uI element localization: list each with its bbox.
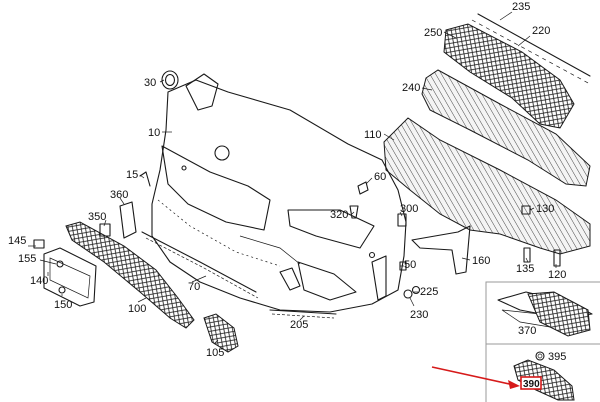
highlight-box-390 (520, 376, 542, 390)
red-pointer-arrow (431, 366, 520, 389)
callout-145: 145 (8, 235, 26, 247)
side-trim-50 (371, 255, 387, 301)
callout-30: 30 (144, 77, 156, 89)
bracket-240 (421, 69, 591, 187)
callout-100: 100 (128, 303, 146, 315)
inset-parts-370 (497, 291, 593, 337)
callout-160: 160 (472, 255, 490, 267)
callout-110: 110 (364, 129, 382, 141)
callout-390: 390 (523, 379, 540, 390)
callout-120: 120 (548, 269, 566, 281)
callout-140: 140 (30, 275, 48, 287)
callout-70: 70 (188, 281, 200, 293)
callout-395: 395 (548, 351, 566, 363)
side-grille-105 (203, 313, 239, 353)
callout-155: 155 (18, 253, 36, 265)
callout-250: 250 (424, 27, 442, 39)
callout-370: 370 (518, 325, 536, 337)
callout-235: 235 (512, 1, 530, 13)
side-bracket-160 (411, 225, 471, 275)
leader-lines (28, 11, 557, 345)
upper-grille-250 (443, 23, 575, 129)
chrome-strip-205 (269, 309, 337, 319)
callout-300: 300 (400, 203, 418, 215)
callout-130: 130 (536, 203, 554, 215)
callout-150: 150 (54, 299, 72, 311)
callout-50: 50 (404, 259, 416, 271)
badge-ring-30 (161, 70, 179, 90)
callout-labels: 235 250 220 240 110 30 10 15 60 320 300 … (8, 1, 566, 390)
callout-360: 360 (110, 189, 128, 201)
callout-320: 320 (330, 209, 348, 221)
callout-60: 60 (374, 171, 386, 183)
trim-strip-235 (471, 13, 591, 85)
callout-135: 135 (516, 263, 534, 275)
callout-230: 230 (410, 309, 428, 321)
callout-205: 205 (290, 319, 308, 331)
callout-240: 240 (402, 82, 420, 94)
callout-15: 15 (126, 169, 138, 181)
chrome-strip-70 (141, 231, 259, 299)
callout-10: 10 (148, 127, 160, 139)
plate-holder-140 (43, 247, 97, 307)
callout-105: 105 (206, 347, 224, 359)
lower-grille-100 (65, 221, 195, 329)
bumper-cover-10 (151, 73, 407, 313)
callout-350: 350 (88, 211, 106, 223)
callout-220: 220 (532, 25, 550, 37)
callout-225: 225 (420, 286, 438, 298)
hardware-parts (33, 171, 561, 299)
